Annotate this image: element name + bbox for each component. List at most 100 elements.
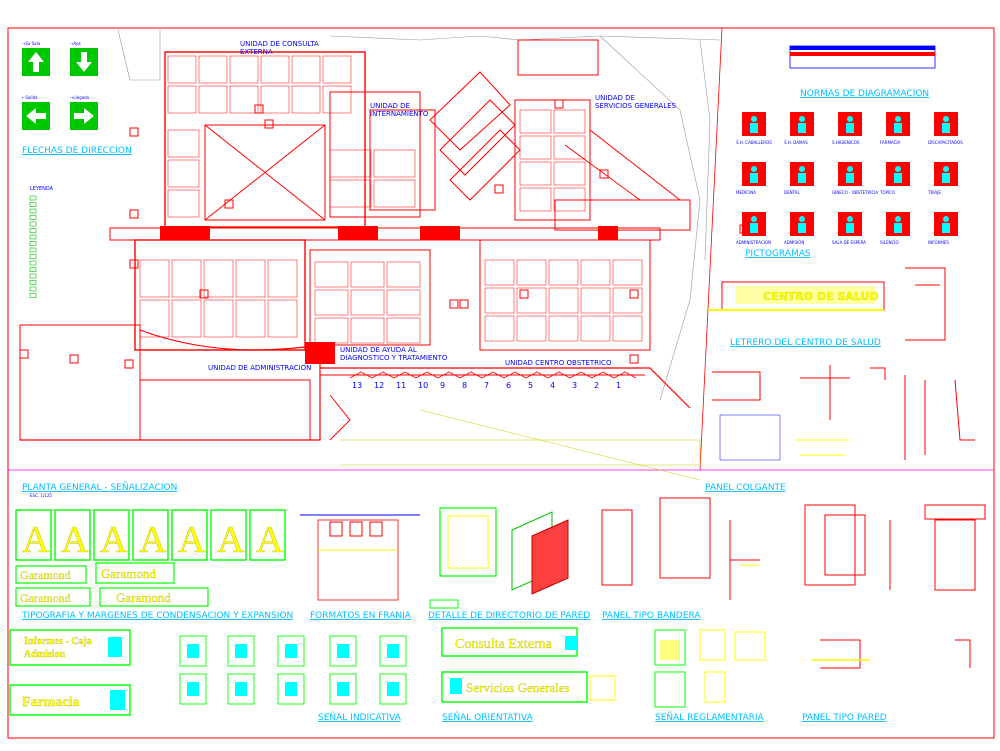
column-marker [129,259,139,269]
bay-number: 8 [462,381,467,390]
room [267,299,298,338]
column-marker [264,119,274,129]
divider-line [699,27,723,471]
bay-marker [569,371,593,379]
room [291,55,321,84]
typography-letter: A [139,519,167,561]
room [167,159,200,188]
typography-frame [171,509,208,561]
garamond-samples: Garamond Garamond Garamond Garamond [15,562,209,607]
health-center-sign: CENTRO DE SALUD LETRERO DEL CENTRO DE SA… [708,267,946,348]
legend: LEYENDA [29,186,54,298]
typography-letter: A [178,519,206,561]
room [612,259,643,286]
mini-sign [179,673,207,705]
room [519,135,552,160]
letrero-title: LETRERO DEL CENTRO DE SALUD [730,338,881,348]
typography-frame [210,509,247,561]
garamond-sample: Garamond [116,590,171,605]
legend-swatch [29,208,37,214]
room [516,315,547,342]
room [329,179,372,208]
bay-marker [415,371,439,379]
room [553,161,586,186]
mini-sign-icon [337,644,349,658]
tipografia-title: TIPOGRAFIA Y MARGENES DE CONDENSACION Y … [21,611,293,621]
garamond-sample: Garamond [20,591,71,605]
pictogram-label: DISCAPACITADOS [928,140,963,145]
room [314,317,349,344]
legend-swatch [29,215,37,220]
sign-admision: Admision [24,649,66,660]
typography-frame [15,509,52,561]
mini-sign-icon [387,644,399,658]
room [519,187,552,212]
legend-title: LEYENDA [30,186,54,192]
arrows-title: FLECHAS DE DIRECCION [22,146,132,156]
arrow-up-label: →Sa Sala [22,41,41,46]
senal-orientativa: Consulta Externa Servicios Generales SEÑ… [441,627,616,723]
column-marker [224,199,234,209]
typography-letter: A [100,519,128,561]
mini-sign-icon [187,682,199,696]
mini-sign [379,673,407,705]
room [580,259,611,286]
legend-swatch [29,280,37,285]
room [167,189,200,218]
unit-label-obstetrico: UNIDAD CENTRO OBSTETRICO [505,359,612,367]
mini-sign [329,673,357,705]
room [322,85,352,114]
typography-frame [132,509,169,561]
mini-sign [227,673,255,705]
room [386,317,421,344]
pictogramas-title: PICTOGRAMAS [745,249,811,259]
mini-sign [227,635,255,667]
mini-sign-icon [285,682,297,696]
arrow-down-label: →Aps [70,41,81,46]
legend-swatch [29,273,37,279]
bay-marker [481,371,505,379]
room [516,259,547,286]
room [484,259,515,286]
mini-sign [329,635,357,667]
bay-number: 7 [484,381,489,390]
room [516,287,547,314]
mini-sign [179,635,207,667]
bandera-title: PANEL TIPO BANDERA [602,611,701,621]
bay-marker [525,371,549,379]
typography-letter: A [61,519,89,561]
room [350,289,385,316]
room [235,299,266,338]
sign-text: CENTRO DE SALUD [763,290,879,303]
normas-title: NORMAS DE DIAGRAMACION [800,89,929,99]
garamond-sample: Garamond [20,568,71,582]
legend-swatch [29,221,37,227]
plan-scale: ESC. 1/125 [30,493,52,498]
mini-sign [277,673,305,705]
legend-swatch [29,247,37,253]
room [229,55,259,84]
room [548,287,579,314]
formatos-en-franja: FORMATOS EN FRANJA [300,514,420,621]
room [260,85,290,114]
room [612,315,643,342]
room [167,129,200,158]
pictogram-label: TOPICO [879,190,895,195]
pictogram-label: DENTAL [784,190,800,195]
sign-informes: Informes - Caja [24,636,92,647]
pictogram-label: ADMISION [784,240,804,245]
mini-sign [277,635,305,667]
bay-marker [349,371,373,379]
directorio-title: DETALLE DE DIRECTORIO DE PARED [428,611,590,621]
panel-pared-details: PANEL TIPO PARED [802,504,986,723]
column-marker [494,184,504,194]
mini-sign-icon [337,682,349,696]
column-marker [519,289,529,299]
bay-number: 1 [616,381,621,390]
legend-swatch [29,286,37,292]
